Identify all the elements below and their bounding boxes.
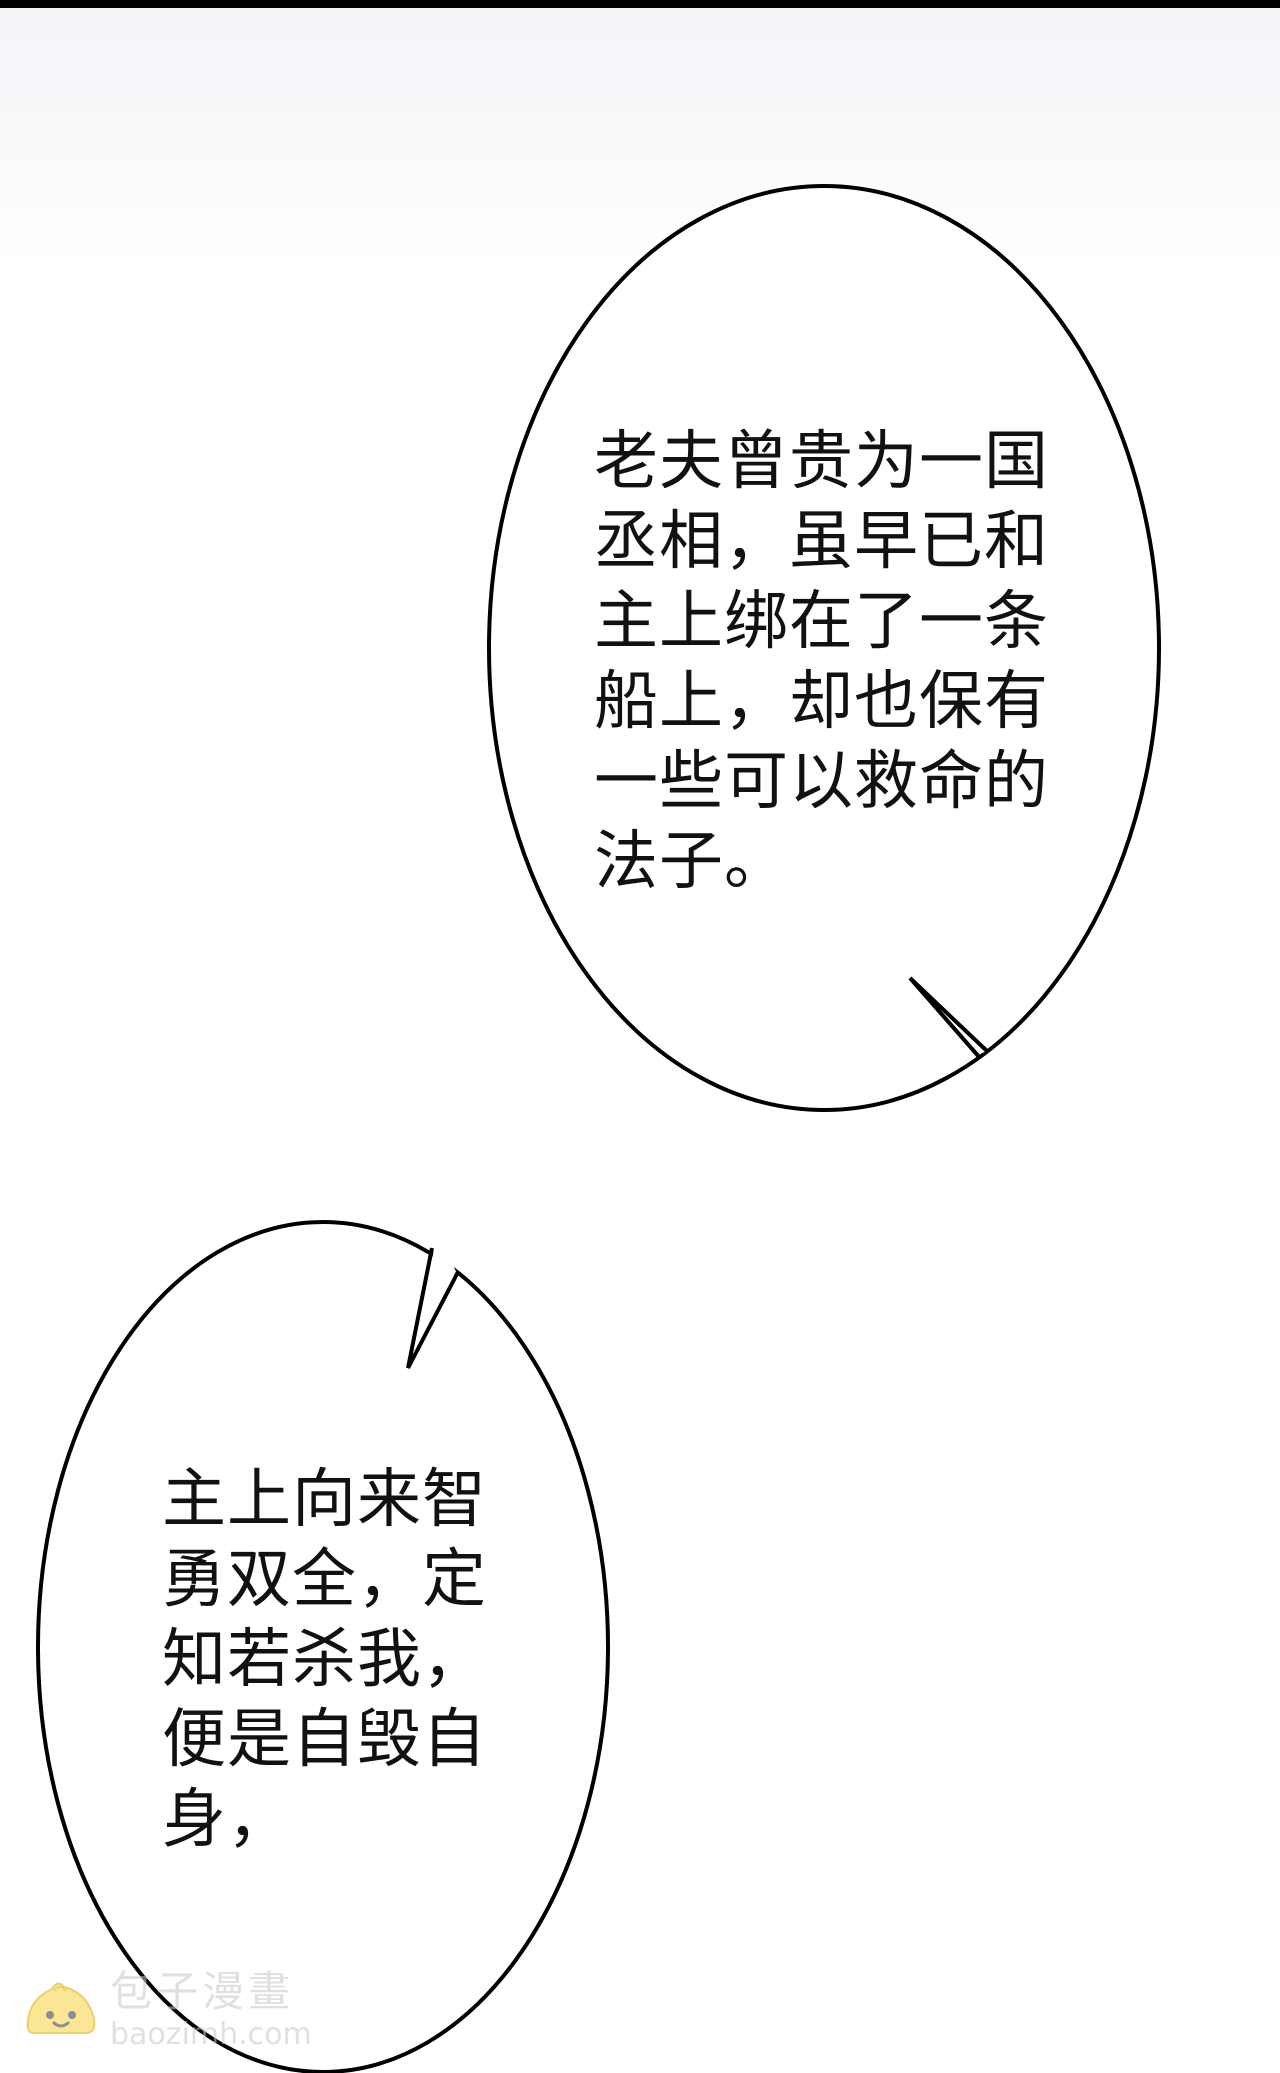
speech-bubble-2-tail-outline: [406, 1247, 460, 1369]
watermark: 包子漫畫 baozimh.com: [24, 1967, 324, 2052]
bubble-2-line: 勇双全，定: [162, 1543, 487, 1617]
bubble-2-line: 主上向来智: [162, 1463, 487, 1537]
bun-mascot-icon: [26, 1982, 96, 2034]
top-border: [0, 0, 1280, 8]
speech-bubble-2-tail: [408, 1232, 458, 1368]
bubble-1-line: 主上绑在了一条: [594, 585, 1049, 659]
bubble-1-line: 丞相，虽早已和: [594, 505, 1049, 579]
speech-bubble-1-text: 老夫曾贵为一国 丞相，虽早已和 主上绑在了一条 船上，却也保有 一些可以救命的 …: [594, 422, 1049, 902]
bubble-2-line: 便是自毁自: [162, 1703, 487, 1777]
bubble-2-line: 知若杀我，: [162, 1623, 487, 1697]
bubble-1-line: 法子。: [594, 825, 789, 899]
speech-bubble-1-tail-outline: [908, 976, 990, 1060]
bubble-1-line: 老夫曾贵为一国: [594, 425, 1049, 499]
bubble-1-line: 船上，却也保有: [594, 665, 1049, 739]
background-gradient: [0, 8, 1280, 268]
watermark-domain: baozimh.com: [110, 2017, 312, 2052]
bubble-1-line: 一些可以救命的: [594, 745, 1049, 819]
speech-bubble-2: [36, 1220, 610, 2073]
speech-bubble-2-text: 主上向来智 勇双全，定 知若杀我， 便是自毁自 身，: [162, 1460, 487, 1860]
bubble-2-line: 身，: [162, 1783, 292, 1857]
speech-bubble-1: [487, 184, 1161, 1112]
watermark-name: 包子漫畫: [110, 1967, 295, 2016]
